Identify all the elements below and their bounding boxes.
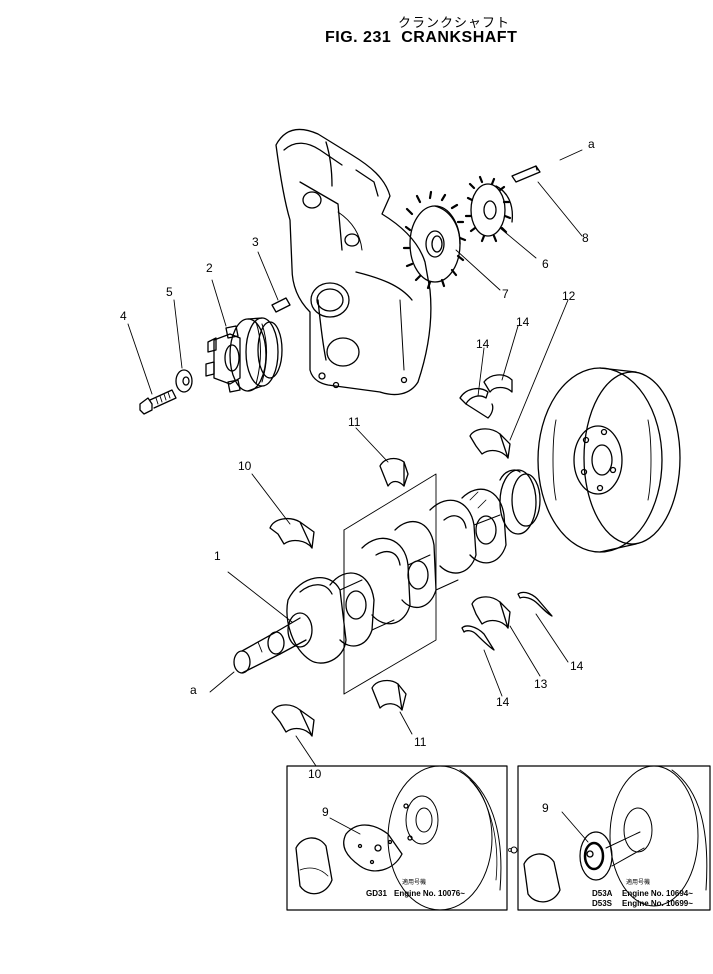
flywheel (537, 367, 681, 553)
thrust-washer-14-lower (461, 591, 553, 651)
callout-11-upper: 11 (348, 415, 361, 429)
callout-a-front: a (190, 683, 197, 697)
callout-3: 3 (252, 235, 259, 249)
callout-10-lower: 10 (308, 767, 322, 781)
bearing-bracket (343, 473, 437, 695)
callout-1: 1 (214, 549, 221, 563)
bearing-13 (471, 596, 511, 629)
gear-case (275, 128, 432, 396)
figure-title: FIG. 231 CRANKSHAFT (325, 29, 527, 47)
thrust-washer-14-upper (459, 374, 513, 419)
callout-4: 4 (120, 309, 127, 323)
inset-right-engine-1: Engine No. 10694~ (622, 889, 693, 898)
bearing-12 (469, 428, 511, 459)
inset-left-applicability: 適用号機 (402, 878, 426, 886)
inset-right (508, 765, 711, 911)
callout-14-c: 14 (570, 659, 584, 673)
callout-12: 12 (562, 289, 576, 303)
callout-2: 2 (206, 261, 213, 275)
washer-5 (175, 369, 193, 393)
inset-right-model-1: D53A (592, 889, 613, 898)
figure-name: CRANKSHAFT (401, 29, 518, 46)
callout-labels: 1 2 3 4 5 6 7 8 10 10 11 11 12 13 14 14 … (120, 137, 693, 908)
figure-number: FIG. 231 (325, 29, 392, 46)
callout-5: 5 (166, 285, 173, 299)
callout-10-upper: 10 (238, 459, 252, 473)
callout-14-d: 14 (496, 695, 510, 709)
pin-3 (271, 297, 291, 313)
inset-left-model: GD31 (366, 889, 387, 898)
callout-a-rear: a (588, 137, 595, 151)
callout-11-lower: 11 (414, 735, 427, 749)
inset-left-engine: Engine No. 10076~ (394, 889, 465, 898)
callout-9-left: 9 (322, 805, 329, 819)
leader-lines (127, 149, 583, 767)
callout-7: 7 (502, 287, 509, 301)
callout-9-right: 9 (542, 801, 549, 815)
gear-7 (402, 190, 467, 290)
inset-right-applicability: 適用号機 (626, 878, 650, 886)
callout-8: 8 (582, 231, 589, 245)
inset-right-engine-2: Engine No. 10699~ (622, 899, 693, 908)
inset-left (286, 765, 508, 911)
title-japanese: クランクシャフト (398, 16, 511, 31)
bearing-11-upper (379, 457, 409, 487)
crankshaft (233, 469, 541, 674)
bolt-4 (139, 389, 177, 415)
callout-6: 6 (542, 257, 549, 271)
key-8 (511, 165, 541, 183)
bearing-11-lower (371, 679, 407, 711)
pulley-2 (205, 317, 283, 393)
gear-6 (464, 175, 514, 243)
bearing-10-upper (269, 517, 315, 549)
callout-14-a: 14 (516, 315, 530, 329)
callout-14-b: 14 (476, 337, 490, 351)
bearing-10-lower (271, 704, 315, 737)
inset-right-model-2: D53S (592, 899, 613, 908)
callout-13: 13 (534, 677, 548, 691)
